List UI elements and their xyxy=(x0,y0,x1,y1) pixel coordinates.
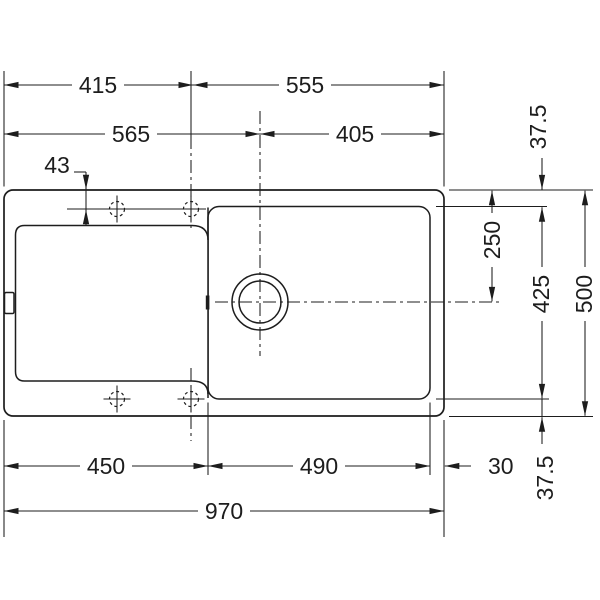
tap-hole-top-left xyxy=(103,195,131,223)
overflow-slot xyxy=(3,291,15,315)
dim-970: 970 xyxy=(4,498,444,524)
dim-500-label: 500 xyxy=(571,275,597,313)
dim-425-label: 425 xyxy=(528,275,554,313)
dim-450: 450 xyxy=(4,453,208,479)
bowl-overflow-mark xyxy=(205,295,210,310)
dim-30-label: 30 xyxy=(488,453,514,479)
dim-490: 490 xyxy=(208,453,430,479)
dim-555: 555 xyxy=(193,72,444,98)
dim-565: 565 xyxy=(4,121,260,147)
tap-hole-top-right xyxy=(177,195,205,223)
dim-565-label: 565 xyxy=(112,121,150,147)
dim-415-label: 415 xyxy=(79,72,117,98)
dim-450-label: 450 xyxy=(87,453,125,479)
tap-hole-bottom-right xyxy=(177,385,205,413)
dim-37-5-bottom-label: 37.5 xyxy=(532,456,558,501)
dim-405: 405 xyxy=(260,121,444,147)
drain-outer-circle xyxy=(231,273,289,331)
dim-30: 30 xyxy=(444,453,514,479)
drainer-outline xyxy=(14,224,209,395)
dim-970-label: 970 xyxy=(205,498,243,524)
dim-500: 500 xyxy=(571,190,598,416)
dim-37-5-bottom: 37.5 xyxy=(532,399,558,500)
dim-250: 250 xyxy=(479,190,505,302)
dim-250-label: 250 xyxy=(479,221,505,259)
dim-43-label: 43 xyxy=(44,152,70,178)
dim-37-5-top-label: 37.5 xyxy=(525,105,551,150)
bowl-outline xyxy=(207,205,431,400)
dim-490-label: 490 xyxy=(300,453,338,479)
tap-hole-bottom-left xyxy=(103,385,131,413)
dim-43: 43 xyxy=(44,152,90,225)
dim-37-5-top: 37.5 xyxy=(525,105,551,190)
drain-inner-circle xyxy=(238,280,282,324)
dim-555-label: 555 xyxy=(286,72,324,98)
dim-415: 415 xyxy=(4,72,193,98)
dim-425: 425 xyxy=(528,207,555,399)
dim-405-label: 405 xyxy=(336,121,374,147)
